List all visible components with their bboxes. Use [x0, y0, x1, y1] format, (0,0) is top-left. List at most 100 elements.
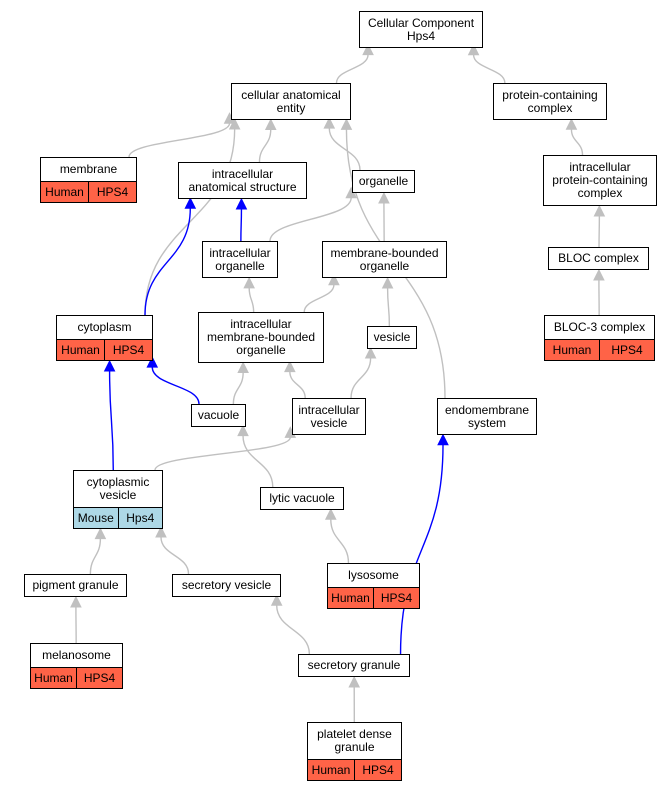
edge-sv-to-cv [160, 536, 190, 575]
edge-io-to-organelle [269, 197, 352, 242]
node-organelle[interactable]: organelle [352, 170, 415, 193]
node-label: protein-containing complex [502, 87, 598, 115]
node-label: vacuole [197, 408, 240, 422]
node-label: intracellular organelle [209, 245, 271, 273]
arrowhead [146, 356, 159, 368]
node-membrane-bounded-organelle[interactable]: membrane-bounded organelle [322, 241, 447, 278]
node-label: membrane-bounded organelle [330, 245, 439, 273]
node-label: secretory vesicle [181, 578, 272, 592]
node-label: intracellular vesicle [298, 402, 360, 430]
arrowhead [593, 268, 605, 281]
node-secretory-granule[interactable]: secretory granule [298, 654, 410, 677]
node-intracellular-membrane-bounded-organelle[interactable]: intracellular membrane-bounded organelle [198, 312, 324, 363]
arrowhead [243, 276, 255, 289]
edge-ipcc-to-pcc [570, 129, 584, 156]
arrowhead [364, 346, 377, 359]
arrowhead [184, 197, 197, 209]
node-intracellular-vesicle[interactable]: intracellular vesicle [292, 398, 366, 435]
node-label: endomembrane system [444, 402, 530, 430]
arrowhead [70, 595, 82, 608]
node-label: cytoplasmic vesicle [86, 475, 150, 502]
node-label: lysosome [348, 568, 399, 582]
node-endomembrane-system[interactable]: endomembrane system [437, 398, 537, 435]
arrowhead [437, 433, 449, 446]
arrowhead [237, 361, 249, 374]
edge-sg-to-es [399, 444, 444, 655]
edge-pg-to-cv [89, 538, 102, 575]
node-label: pigment granule [32, 578, 119, 592]
node-cellular-component[interactable]: Cellular Component Hps4 [359, 11, 483, 48]
edge-cv-to-iv [154, 437, 291, 471]
node-cellular-anatomical-entity[interactable]: cellular anatomical entity [231, 83, 351, 120]
edge-vesicle-to-mbo [386, 287, 391, 327]
edge-lysosome-to-lv [330, 519, 350, 564]
node-label: BLOC-3 complex [553, 320, 646, 334]
node-bloc-complex[interactable]: BLOC complex [548, 247, 649, 270]
node-lytic-vacuole[interactable]: lytic vacuole [260, 487, 344, 510]
gene-badge: HPS4 [88, 182, 136, 202]
arrowhead [340, 118, 353, 130]
edge-pcc-to-root [472, 54, 506, 84]
node-label: lytic vacuole [269, 491, 335, 505]
arrowhead [323, 116, 336, 129]
node-intracellular-anatomical-structure[interactable]: intracellular anatomical structure [178, 162, 307, 199]
node-pigment-granule[interactable]: pigment granule [24, 574, 127, 597]
arrowhead [103, 359, 116, 372]
arrowhead [593, 204, 606, 217]
gene-badge: HPS4 [373, 588, 419, 608]
edge-lv-to-vacuole [242, 435, 274, 488]
edge-iv-to-imbo [289, 371, 306, 399]
edge-organelle-to-cae [328, 128, 361, 171]
species-badge: Human [545, 340, 599, 360]
node-vesicle[interactable]: vesicle [367, 326, 417, 349]
arrowhead [284, 360, 296, 373]
node-label: organelle [358, 174, 409, 188]
node-protein-containing-complex[interactable]: protein-containing complex [493, 83, 607, 120]
node-label: intracellular membrane-bounded organelle [206, 317, 316, 357]
arrowhead [270, 594, 283, 606]
edge-ias-to-cae [258, 129, 272, 163]
arrowhead [378, 191, 390, 204]
arrowhead [155, 525, 167, 538]
species-badge: Human [41, 182, 88, 202]
arrowhead [565, 118, 578, 130]
node-intracellular-organelle[interactable]: intracellular organelle [202, 241, 278, 278]
arrowhead [348, 675, 361, 688]
edge-iv-to-vesicle [350, 357, 372, 399]
arrowhead [237, 424, 249, 437]
gene-badge: HPS4 [104, 340, 152, 360]
edge-cytoplasm-to-ias [144, 208, 191, 316]
arrowhead [381, 276, 394, 289]
node-label: BLOC complex [558, 251, 639, 265]
edge-cae-to-root [335, 54, 369, 84]
edge-sg-to-sv [275, 605, 311, 655]
node-secretory-vesicle[interactable]: secretory vesicle [172, 574, 281, 597]
node-label: intracellular protein-containing complex [552, 160, 648, 200]
arrowhead [228, 117, 241, 130]
node-intracellular-protein-containing-complex[interactable]: intracellular protein-containing complex [543, 155, 657, 206]
gene-badge: HPS4 [76, 668, 122, 688]
node-label: vesicle [373, 330, 411, 344]
edge-cv-to-cytoplasm [108, 370, 114, 471]
edge-vacuole-to-imbo [232, 372, 244, 405]
edge-vacuole-to-cytoplasm [151, 367, 200, 405]
node-label: melanosome [42, 648, 111, 662]
node-vacuole[interactable]: vacuole [191, 404, 246, 427]
gene-badge: HPS4 [354, 760, 401, 780]
species-badge: Human [328, 588, 373, 608]
edge-io-to-ias [240, 208, 243, 242]
